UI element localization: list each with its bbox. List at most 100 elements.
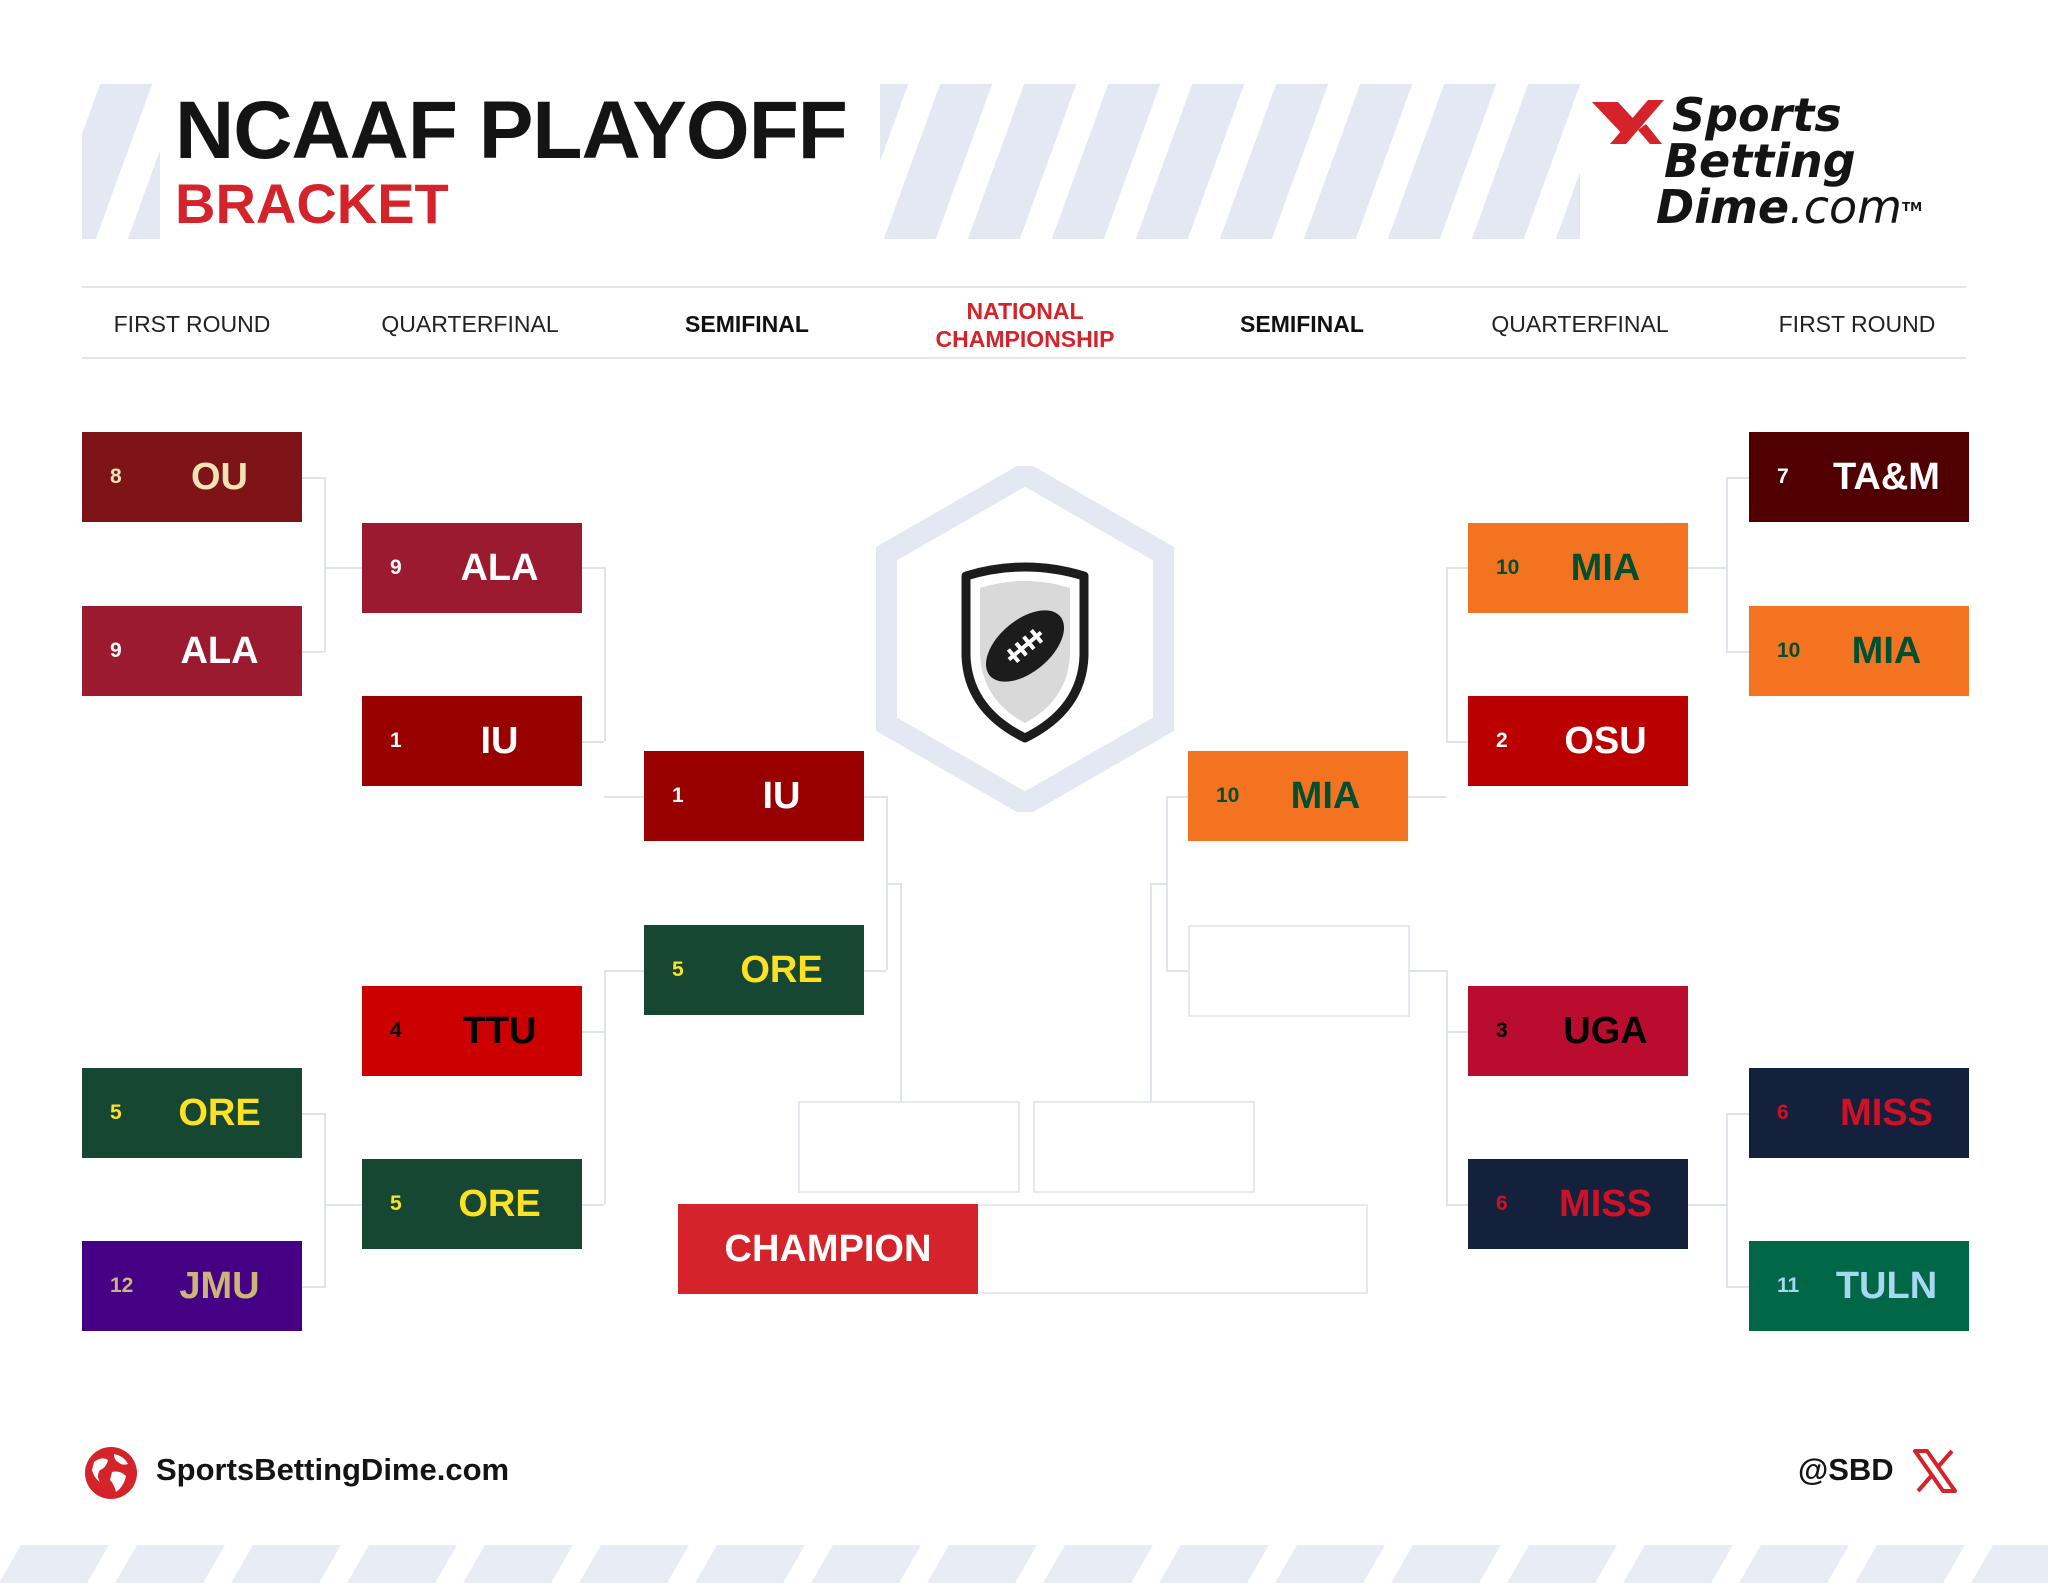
round-label-left-semi: SEMIFINAL: [685, 311, 809, 337]
bracket-connector-line: [1688, 1204, 1726, 1206]
bracket-connector-line: [1446, 567, 1468, 569]
team-seed: 6: [1496, 1192, 1508, 1215]
footer-stripe: [1391, 1545, 1501, 1583]
bracket-connector-line: [1446, 567, 1448, 741]
team-name: ALA: [180, 630, 259, 672]
round-label-right-semi: SEMIFINAL: [1240, 311, 1364, 337]
footer-stripe: [1275, 1545, 1385, 1583]
team-seed: 12: [110, 1274, 134, 1297]
round-label-championship-line2: CHAMPIONSHIP: [935, 326, 1115, 352]
page-subtitle: BRACKET: [175, 172, 449, 235]
logo-trademark: TM: [1901, 200, 1923, 214]
x-logo-icon[interactable]: [1912, 1448, 1958, 1494]
bracket-connector-line: [1408, 970, 1446, 972]
team-name: ORE: [178, 1092, 261, 1134]
title-panel: [160, 84, 880, 239]
team-seed: 10: [1496, 556, 1520, 579]
logo-suffix: .com: [1789, 180, 1902, 234]
champion-slot[interactable]: [978, 1204, 1368, 1294]
team-seed: 1: [672, 784, 684, 807]
footer-social-handle[interactable]: @SBD: [1798, 1452, 1894, 1487]
team-name: JMU: [179, 1265, 260, 1307]
team-box-left-quarter-2[interactable]: 1 IU: [362, 696, 582, 786]
bracket-connector-line: [582, 741, 604, 743]
bracket-connector-line: [324, 477, 326, 652]
empty-slot-right-semi-2[interactable]: [1188, 925, 1410, 1017]
footer-stripe: [1739, 1545, 1849, 1583]
bracket-connector-line: [1726, 477, 1728, 652]
footer-stripe: [811, 1545, 921, 1583]
team-name: TA&M: [1833, 456, 1940, 498]
team-name: ALA: [460, 547, 539, 589]
rounds-top-rule: [82, 286, 1966, 288]
team-box-left-first-4[interactable]: 12 JMU: [82, 1241, 302, 1331]
brand-logo: Sports Betting Dime.comTM: [1656, 92, 1923, 230]
bracket-connector-line: [604, 970, 606, 1031]
team-seed: 5: [110, 1101, 122, 1124]
round-label-left-quarter: QUARTERFINAL: [381, 311, 559, 337]
team-seed: 1: [390, 729, 402, 752]
footer-stripe: [115, 1545, 225, 1583]
footer-stripe: [1159, 1545, 1269, 1583]
round-label-right-quarter: QUARTERFINAL: [1491, 311, 1669, 337]
footer-stripe: [0, 1545, 109, 1583]
team-name: ORE: [458, 1183, 541, 1225]
bracket-connector-line: [1446, 741, 1468, 743]
page-title: NCAAF PLAYOFF: [175, 85, 848, 176]
footer-stripe: [579, 1545, 689, 1583]
footer-stripe: [463, 1545, 573, 1583]
bracket-connector-line: [1726, 1113, 1728, 1288]
footer-stripe: [231, 1545, 341, 1583]
bracket-connector-line: [1150, 883, 1152, 1101]
footer-site-link[interactable]: SportsBettingDime.com: [156, 1452, 510, 1487]
bracket-connector-line: [582, 1204, 604, 1206]
team-box-left-first-3[interactable]: 5 ORE: [82, 1068, 302, 1158]
bracket-connector-line: [324, 567, 362, 569]
bracket-connector-line: [864, 796, 886, 798]
team-box-right-first-1[interactable]: 7 TA&M: [1749, 432, 1969, 522]
round-label-championship: NATIONAL CHAMPIONSHIP: [905, 297, 1145, 353]
bracket-connector-line: [1408, 796, 1446, 798]
bracket-connector-line: [604, 1031, 606, 1204]
team-name: TTU: [462, 1010, 537, 1052]
team-seed: 5: [672, 958, 684, 981]
team-seed: 7: [1777, 465, 1789, 488]
bracket-connector-line: [1446, 1204, 1468, 1206]
bracket-connector-line: [1726, 651, 1749, 653]
bottom-stripe-band: [0, 1545, 2048, 1583]
team-seed: 3: [1496, 1019, 1508, 1042]
team-seed: 2: [1496, 729, 1508, 752]
footer-stripe: [927, 1545, 1037, 1583]
team-name: IU: [480, 720, 519, 762]
bracket-connector-line: [1166, 970, 1188, 972]
team-name: MIA: [1570, 547, 1641, 589]
bracket-connector-line: [1688, 567, 1726, 569]
empty-slot-final-right[interactable]: [1033, 1101, 1255, 1193]
bracket-connector-line: [302, 1113, 324, 1115]
bracket-connector-line: [1446, 970, 1448, 1031]
round-label-championship-line1: NATIONAL: [966, 298, 1084, 324]
bracket-connector-line: [900, 883, 902, 1101]
bracket-connector-line: [604, 567, 606, 741]
team-name: MISS: [1840, 1092, 1933, 1134]
empty-slot-final-left[interactable]: [798, 1101, 1020, 1193]
bracket-connector-line: [302, 651, 324, 653]
bracket-connector-line: [302, 1286, 324, 1288]
team-box-right-quarter-1[interactable]: 10 MIA: [1468, 523, 1688, 613]
round-label-left-first: FIRST ROUND: [113, 311, 271, 337]
footer-stripe: [1855, 1545, 1965, 1583]
